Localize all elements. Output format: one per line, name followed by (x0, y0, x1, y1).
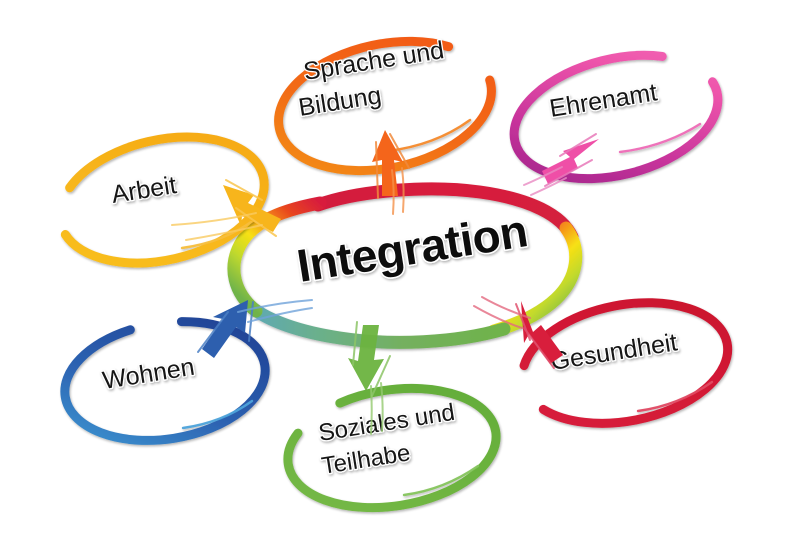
branch-node-arbeit[interactable]: Arbeit (47, 118, 277, 282)
ehrenamt-ellipse (509, 50, 723, 184)
arrow-down-left-blue-head (202, 300, 248, 358)
arrow-center-to-arbeit (171, 179, 281, 241)
arbeit-label: Arbeit (110, 171, 179, 209)
center-ellipse-ring-bottom (243, 299, 511, 349)
arrow-up-orange-sketch-stroke (375, 133, 410, 199)
wohnen-tail (181, 399, 254, 430)
wohnen-ellipse (60, 317, 270, 445)
sprache-und-bildung-tail (386, 118, 472, 153)
arrow-center-to-ehrenamt (523, 133, 599, 196)
arrow-up-left-yellow-head (223, 185, 281, 232)
sprache-und-bildung-label-line-2: Bildung (297, 81, 384, 122)
wohnen-label: Wohnen (101, 353, 197, 395)
arrow-up-orange-head (372, 130, 403, 196)
ehrenamt-label: Ehrenamt (548, 78, 659, 123)
gesundheit-ellipse (517, 298, 733, 428)
arrow-down-left-blue-tail-lines (237, 299, 313, 323)
soziales-und-teilhabe-ellipse (283, 383, 501, 513)
sprache-und-bildung-ellipse (274, 36, 496, 176)
arrow-down-right-red-head (521, 301, 563, 364)
arrow-down-green-sketch-stroke (352, 321, 391, 397)
arrow-down-green-head (348, 325, 384, 391)
gesundheit-label: Gesundheit (549, 328, 680, 376)
arbeit-ellipse (55, 132, 269, 268)
arbeit-tail (180, 218, 256, 250)
arrow-down-right-red-sketch-stroke (515, 303, 555, 369)
center-ellipse-ring-top (311, 182, 579, 244)
arrow-center-to-wohnen (197, 299, 313, 358)
soziales-und-teilhabe-tail (402, 464, 480, 497)
arrow-up-right-pink-tail-lines (523, 166, 567, 196)
center-node-label: Integration (293, 204, 530, 292)
ehrenamt-tail (618, 122, 702, 154)
center-ellipse-ring-left (227, 196, 327, 318)
center-ellipse-ring-right (487, 221, 583, 338)
arrow-down-green-tail-lines (370, 382, 384, 435)
arrow-up-left-yellow-tail-lines (171, 212, 263, 241)
gesundheit-tail (636, 380, 714, 413)
branch-node-ehrenamt[interactable]: Ehrenamt (501, 36, 731, 199)
arrow-up-left-yellow-sketch-stroke (225, 179, 277, 237)
soziales-und-teilhabe-label-line-2: Teilhabe (320, 439, 413, 480)
arrow-center-to-sprache-und-bildung (372, 130, 410, 215)
arrow-up-orange-tail-lines (391, 167, 405, 215)
arrow-center-to-soziales-und-teilhabe (348, 321, 391, 435)
arrow-center-to-gesundheit (473, 296, 563, 369)
arrow-down-right-red-tail-lines (473, 296, 531, 329)
arrow-up-right-pink-sketch-stroke (544, 133, 597, 187)
branch-node-soziales-und-teilhabe[interactable]: Soziales und Teilhabe (279, 374, 505, 521)
arrow-up-right-pink-head (542, 139, 599, 184)
